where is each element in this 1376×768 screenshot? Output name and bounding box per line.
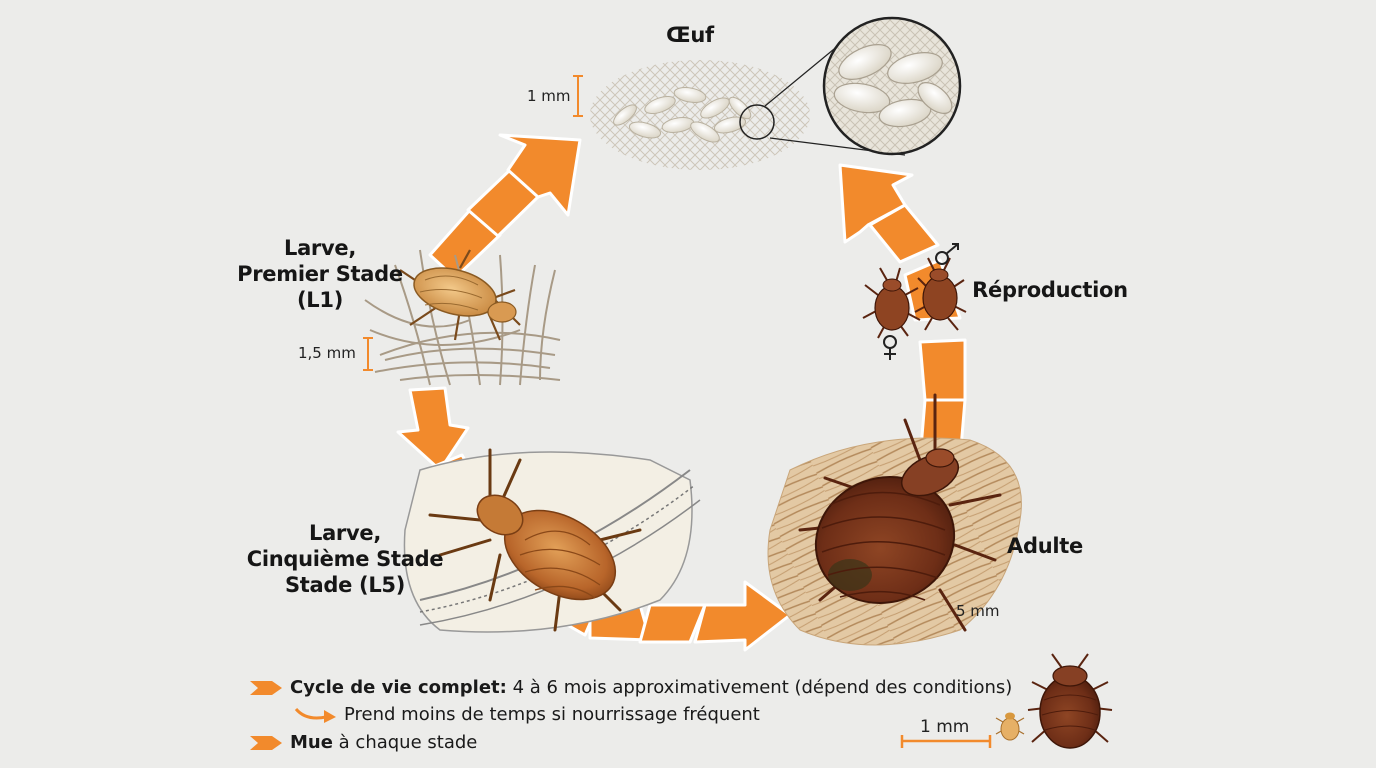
egg-magnifier (764, 16, 962, 156)
size-label-adulte: 5 mm (956, 602, 1000, 620)
legend-cycle: Cycle de vie complet: 4 à 6 mois approxi… (250, 677, 1012, 698)
scale-bar-label: 1 mm (920, 717, 970, 737)
stage-label-l1: Larve, Premier Stade (L1) (220, 235, 420, 313)
adult-bug (798, 393, 1002, 632)
stage-label-l5-line2: Cinquième Stade (246, 547, 444, 571)
scale-l1-nymph (995, 712, 1025, 741)
size-label-oeuf: 1 mm (527, 87, 571, 105)
reproduction-pair (862, 257, 967, 339)
legend-cycle-title: Cycle de vie complet: (290, 677, 507, 698)
stage-label-l5-line1: Larve, (308, 521, 382, 545)
l5-nymph (428, 448, 642, 632)
chevron-arrow-icon (250, 736, 282, 750)
legend-cycle-text: 4 à 6 mois approximativement (dépend des… (512, 677, 1013, 698)
scale-bar (900, 653, 1113, 749)
stage-label-l5: Larve, Cinquième Stade Stade (L5) (240, 520, 450, 598)
legend-mue-text: à chaque stade (338, 732, 478, 753)
l1-nymph (399, 249, 521, 341)
stage-label-adulte: Adulte (1007, 534, 1083, 558)
stage-label-l5-line3: Stade (L5) (284, 573, 406, 597)
scale-adult-bug (1027, 653, 1113, 749)
male-symbol-icon (935, 243, 959, 265)
size-label-l1: 1,5 mm (298, 344, 356, 362)
legend-mue-title: Mue (290, 732, 333, 753)
l1-hair-bed (364, 249, 561, 386)
stage-label-oeuf: Œuf (666, 23, 714, 47)
curved-arrow-icon (294, 707, 336, 723)
legend-cycle-note: Prend moins de temps si nourrissage fréq… (292, 704, 760, 725)
stage-label-l1-line1: Larve, (283, 236, 357, 260)
egg-cluster (590, 60, 810, 170)
legend-mue: Mue à chaque stade (250, 732, 477, 753)
stage-label-l1-line3: (L1) (297, 288, 343, 312)
legend-cycle-note-text: Prend moins de temps si nourrissage fréq… (344, 704, 760, 725)
stage-label-reproduction: Réproduction (972, 278, 1128, 302)
l1-size-bracket (363, 337, 373, 371)
chevron-arrow-icon (250, 681, 282, 695)
egg-size-bracket (573, 75, 583, 117)
female-symbol-icon (883, 335, 897, 360)
stage-label-l1-line2: Premier Stade (237, 262, 403, 286)
